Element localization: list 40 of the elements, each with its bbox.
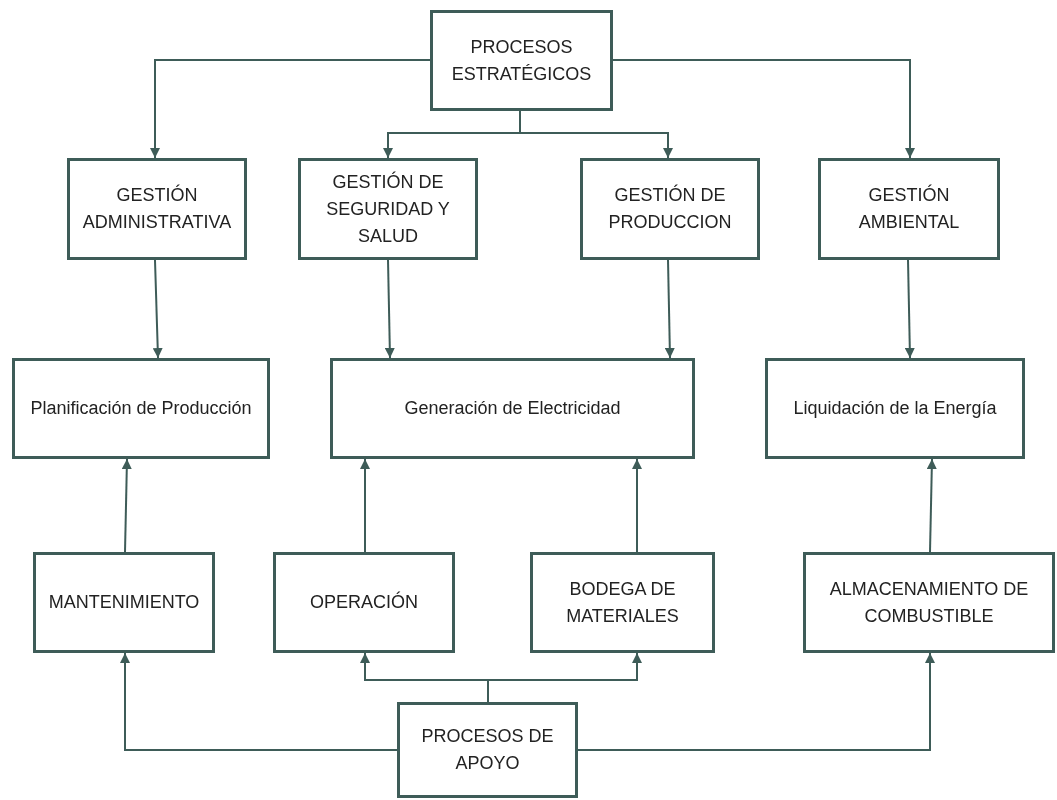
arrow [632,458,642,553]
box-label: Planificación de Producción [30,397,252,420]
process-box [12,358,270,459]
arrow [120,652,398,751]
box-label: PROCESOS DE APOYO [420,725,555,775]
arrow [926,458,937,553]
process-box [580,158,760,260]
box-label: Generación de Electricidad [404,397,621,420]
box-label: GESTIÓN ADMINISTRATIVA [81,183,233,234]
process-box [273,552,455,653]
box-label: OPERACIÓN [310,590,418,614]
box-label: GESTIÓN AMBIENTAL [857,183,961,234]
process-box [430,10,613,111]
arrow [487,652,642,703]
box-label: ALMACENAMIENTO DE COMBUSTIBLE [828,577,1030,628]
process-box [67,158,247,260]
process-box [330,358,695,459]
arrow [384,259,395,359]
arrow [612,59,915,159]
process-box [818,158,1000,260]
box-label: Liquidación de la Energía [793,397,997,420]
arrow [904,259,915,359]
process-box [33,552,215,653]
process-box [765,358,1025,459]
arrow [360,458,370,553]
arrow [121,458,132,553]
arrow [152,259,163,359]
box-label: BODEGA DE MATERIALES [565,577,680,628]
box-label: PROCESOS ESTRATÉGICOS [450,35,593,86]
process-box [803,552,1055,653]
arrow [577,652,935,751]
process-box [298,158,478,260]
process-box [397,702,578,798]
arrow [150,59,431,159]
box-label: GESTIÓN DE SEGURIDAD Y SALUD [325,170,451,248]
arrow [519,110,673,159]
arrow [664,259,675,359]
box-label: MANTENIMIENTO [48,591,200,614]
box-label: GESTIÓN DE PRODUCCION [607,183,733,234]
process-box [530,552,715,653]
